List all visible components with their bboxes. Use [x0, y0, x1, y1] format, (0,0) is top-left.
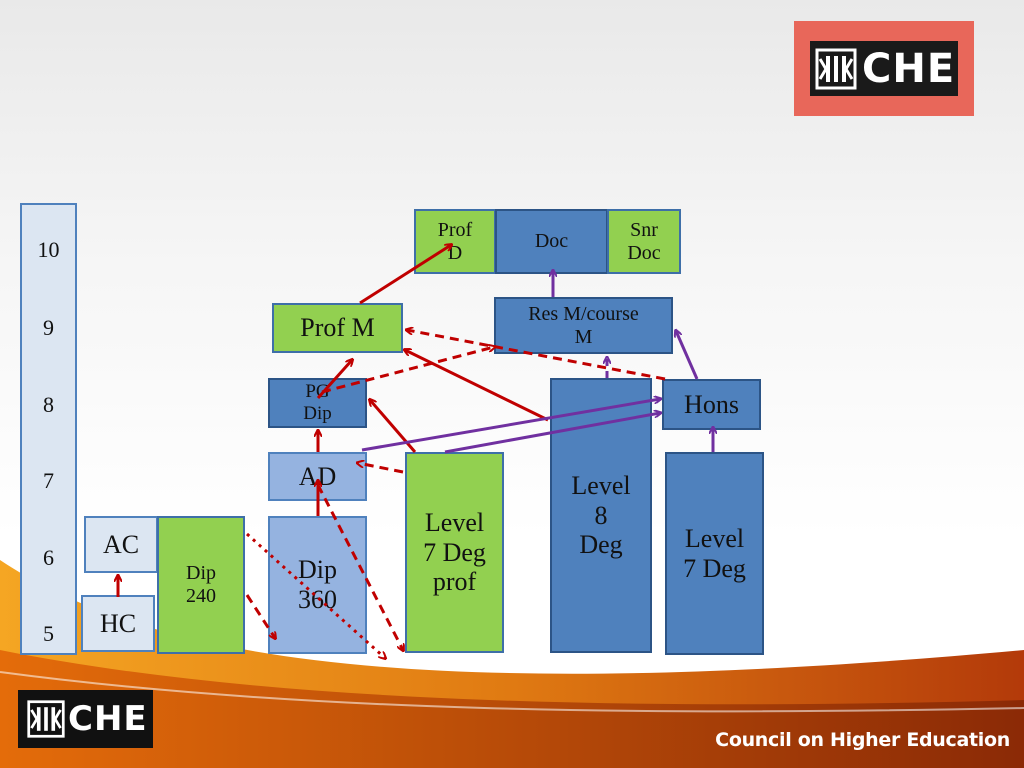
level-6: 6	[43, 545, 54, 570]
che-logo-text: CHE	[862, 45, 956, 92]
arrow-dip240-to-dip360	[245, 594, 275, 638]
node-level7-deg: Level 7 Deg	[665, 452, 764, 655]
node-res-m: Res M/course M	[494, 297, 673, 354]
level-5: 5	[43, 621, 54, 646]
che-footer-logo-text: CHE	[68, 699, 148, 739]
level-7: 7	[43, 468, 54, 493]
node-ac: AC	[84, 516, 158, 573]
node-prof-d: Prof D	[414, 209, 496, 274]
node-level7-deg-prof: Level 7 Deg prof	[405, 452, 504, 653]
arrow-profm-to-profd	[359, 245, 451, 305]
arrow-hons-to-profm	[407, 330, 666, 381]
arrow-level8-to-profm	[405, 350, 549, 422]
level-10: 10	[37, 237, 60, 262]
che-footer-emblem-icon	[27, 700, 65, 738]
level-9: 9	[43, 315, 54, 340]
che-emblem-icon	[815, 48, 857, 89]
arrow-ad-to-hons	[361, 399, 660, 452]
arrow-pgdip-to-resm	[321, 347, 494, 394]
node-hons: Hons	[662, 379, 761, 430]
node-dip240: Dip 240	[157, 516, 245, 654]
nqf-level-scale: 10 9 8 7 6 5	[20, 203, 77, 655]
che-footer-logo: CHE	[18, 690, 153, 748]
arrow-level7prof-to-hons	[444, 413, 660, 454]
arrow-dip240-to-level7prof	[245, 532, 385, 658]
footer-title: Council on Higher Education	[715, 729, 1010, 751]
che-logo-panel: CHE	[810, 41, 958, 96]
node-snr-doc: Snr Doc	[607, 209, 681, 274]
che-logo: CHE	[794, 21, 974, 116]
arrow-hons-to-resm	[676, 331, 699, 380]
arrow-level7prof-to-ad	[358, 463, 404, 474]
level-8: 8	[43, 392, 54, 417]
arrow-ad-to-level7prof	[316, 484, 403, 650]
node-pg-dip: PG Dip	[268, 378, 367, 428]
node-prof-m: Prof M	[272, 303, 403, 353]
